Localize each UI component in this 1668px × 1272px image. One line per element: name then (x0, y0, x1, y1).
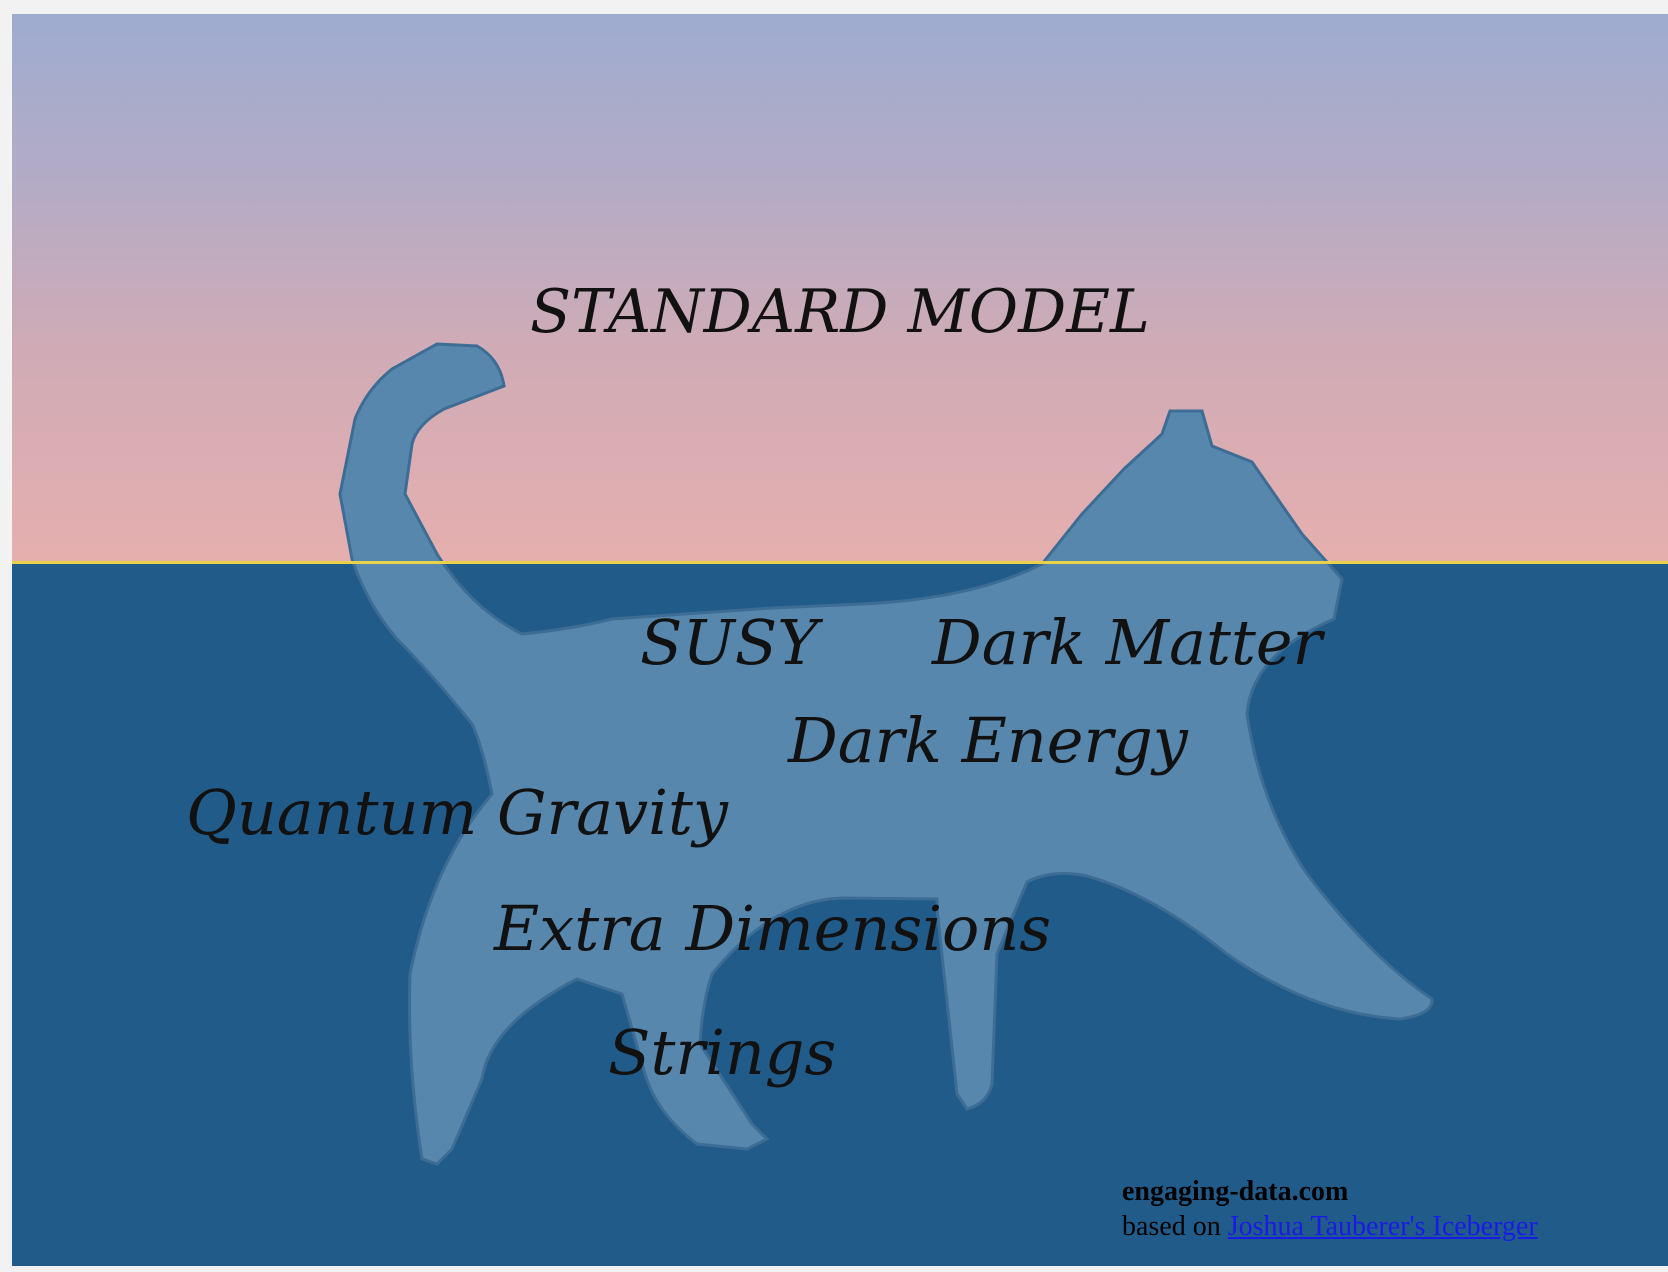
sky (12, 14, 1668, 564)
label-standard-model: STANDARD MODEL (530, 277, 1150, 347)
credit-site: engaging-data.com (1122, 1176, 1349, 1207)
credit-block: engaging-data.com based on Joshua Tauber… (1122, 1174, 1538, 1244)
credit-prefix: based on (1122, 1211, 1228, 1242)
label-extra-dimensions: Extra Dimensions (494, 892, 1052, 965)
iceberger-link[interactable]: Joshua Tauberer's Iceberger (1227, 1211, 1538, 1242)
label-susy: SUSY (640, 606, 819, 679)
label-dark-energy: Dark Energy (788, 704, 1188, 777)
label-quantum-gravity: Quantum Gravity (186, 776, 728, 849)
label-strings: Strings (608, 1016, 837, 1089)
submerged-cat-body (351, 562, 1434, 1166)
iceberg-scene (12, 14, 1668, 1266)
cat-iceberg (12, 14, 1668, 1166)
label-dark-matter: Dark Matter (932, 606, 1323, 679)
waterline (12, 561, 1668, 564)
